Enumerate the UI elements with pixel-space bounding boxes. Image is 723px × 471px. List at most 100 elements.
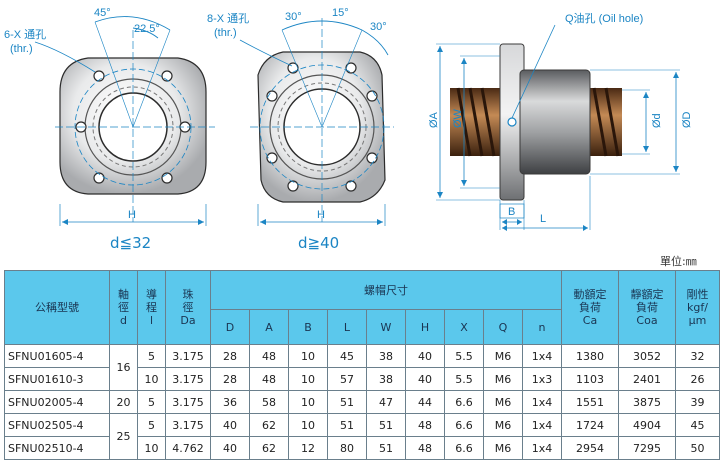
cell-H: 48 — [405, 413, 445, 437]
cell-model: SFNU01610-3 — [4, 367, 110, 391]
cell-shaft: 20 — [109, 390, 138, 414]
middle-holes-label: 8-X 通孔 — [207, 12, 249, 25]
cell-A: 62 — [249, 413, 289, 437]
cell-n: 1x4 — [522, 390, 562, 414]
left-holes-label: 6-X 通孔 — [4, 28, 46, 41]
cell-L: 80 — [327, 436, 367, 460]
middle-angle-30b-label: 30° — [370, 21, 387, 33]
cell-Q: M6 — [483, 390, 523, 414]
dim-D-label: ØD — [681, 111, 693, 128]
cell-ca: 1724 — [561, 413, 619, 437]
cell-model: SFNU02510-4 — [4, 436, 110, 460]
header-W: W — [366, 309, 406, 345]
cell-A: 48 — [249, 344, 289, 368]
cell-ball: 4.762 — [165, 436, 211, 460]
cell-W: 47 — [366, 390, 406, 414]
side-view — [436, 24, 680, 231]
cell-B: 10 — [288, 367, 328, 391]
table-row: SFNU02510-4 10 4.762 40 62 12 80 51 48 6… — [4, 436, 720, 460]
cell-D: 40 — [210, 413, 250, 437]
cell-coa: 3875 — [618, 390, 676, 414]
header-D: D — [210, 309, 250, 345]
table-row: SFNU02505-4 25 5 3.175 40 62 10 51 51 48… — [4, 413, 720, 460]
cell-D: 36 — [210, 390, 250, 414]
oil-hole-label: Q油孔 (Oil hole) — [565, 11, 643, 25]
cell-rigidity: 39 — [675, 390, 720, 414]
cell-shaft: 16 — [109, 344, 138, 391]
cell-rigidity: 26 — [675, 367, 720, 391]
cell-coa: 3052 — [618, 344, 676, 368]
table-row: SFNU02005-4 20 5 3.175 36 58 10 51 47 44… — [4, 390, 720, 414]
cell-D: 28 — [210, 367, 250, 391]
cell-B: 12 — [288, 436, 328, 460]
dim-B-label: B — [508, 206, 515, 218]
middle-caption: d≧40 — [298, 234, 339, 252]
header-X: X — [444, 309, 484, 345]
left-bolt-holes — [75, 70, 191, 184]
cell-L: 51 — [327, 413, 367, 437]
cell-L: 51 — [327, 390, 367, 414]
cell-A: 48 — [249, 367, 289, 391]
cell-model: SFNU02005-4 — [4, 390, 110, 414]
cell-ball: 3.175 — [165, 367, 211, 391]
cell-n: 1x3 — [522, 367, 562, 391]
cell-ball: 3.175 — [165, 344, 211, 368]
left-caption: d≦32 — [110, 234, 151, 252]
cell-coa: 2401 — [618, 367, 676, 391]
cell-ca: 1551 — [561, 390, 619, 414]
cell-n: 1x4 — [522, 436, 562, 460]
middle-holes-sub-label: (thr.) — [214, 27, 237, 39]
left-dim-H-label: H — [128, 209, 136, 221]
cell-H: 48 — [405, 436, 445, 460]
dim-A-label: ØA — [428, 111, 440, 128]
left-angle-45-label: 45° — [94, 7, 111, 19]
cell-ca: 1103 — [561, 367, 619, 391]
cell-ca: 1380 — [561, 344, 619, 368]
cell-B: 10 — [288, 413, 328, 437]
cell-model: SFNU01605-4 — [4, 344, 110, 368]
cell-X: 5.5 — [444, 344, 484, 368]
dim-d-label: Ød — [651, 113, 663, 128]
cell-W: 38 — [366, 344, 406, 368]
cell-X: 6.6 — [444, 413, 484, 437]
cell-lead: 10 — [137, 367, 166, 391]
cell-A: 58 — [249, 390, 289, 414]
cell-H: 44 — [405, 390, 445, 414]
cell-B: 10 — [288, 344, 328, 368]
cell-X: 5.5 — [444, 367, 484, 391]
unit-label: 單位:㎜ — [660, 255, 697, 268]
cell-n: 1x4 — [522, 413, 562, 437]
cell-A: 62 — [249, 436, 289, 460]
cell-model: SFNU02505-4 — [4, 413, 110, 437]
cell-rigidity: 45 — [675, 413, 720, 437]
cell-H: 40 — [405, 344, 445, 368]
cell-ball: 3.175 — [165, 413, 211, 437]
header-A: A — [249, 309, 289, 345]
cell-Q: M6 — [483, 436, 523, 460]
cell-D: 40 — [210, 436, 250, 460]
cell-ca: 2954 — [561, 436, 619, 460]
dim-W-label: ØW — [452, 108, 464, 128]
cell-W: 51 — [366, 413, 406, 437]
dim-L-label: L — [540, 213, 546, 225]
cell-coa: 7295 — [618, 436, 676, 460]
middle-dim-H-label: H — [317, 209, 325, 221]
cell-lead: 5 — [137, 344, 166, 368]
cell-Q: M6 — [483, 367, 523, 391]
header-L: L — [327, 309, 367, 345]
cell-rigidity: 50 — [675, 436, 720, 460]
cell-B: 10 — [288, 390, 328, 414]
header-H: H — [405, 309, 445, 345]
middle-flange-view — [239, 18, 394, 226]
middle-angle-15-label: 15° — [332, 7, 349, 19]
cell-X: 6.6 — [444, 436, 484, 460]
cell-lead: 5 — [137, 413, 166, 437]
cell-W: 38 — [366, 367, 406, 391]
header-B: B — [288, 309, 328, 345]
